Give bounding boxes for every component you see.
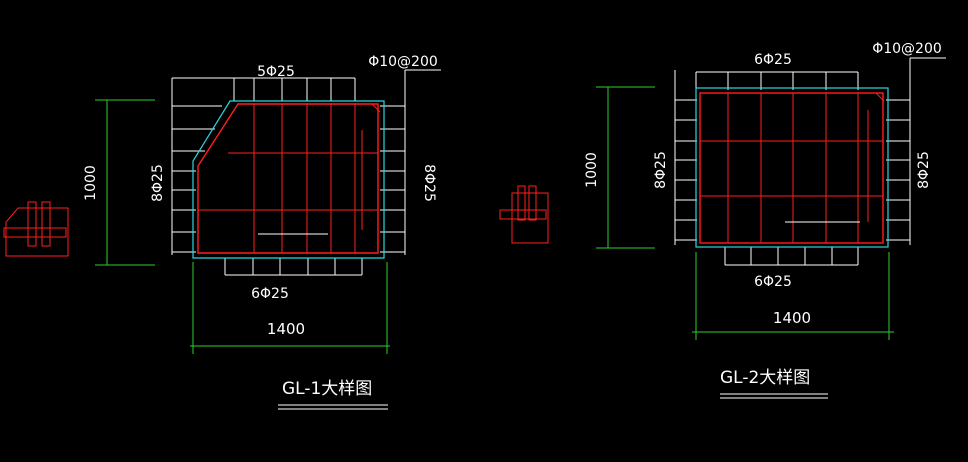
- gl1-bottom-leaders: [224, 258, 363, 276]
- gl2-column-section-icon: [499, 185, 549, 244]
- gl1-column-section-icon: [3, 201, 69, 257]
- gl2-top-leaders: [674, 57, 946, 245]
- gl1-section-outline: [192, 100, 385, 259]
- gl2-detail: 1000 1400 6Φ25 Φ10@200 6Φ25 8Φ25 8Φ25 GL…: [499, 41, 946, 399]
- gl1-detail: 1000 1400 5Φ25 Φ10@200 6Φ25 8Φ25 8Φ25 GL…: [3, 54, 441, 410]
- gl1-right-rebar-label: 8Φ25: [421, 164, 437, 202]
- gl2-bottom-rebar-label: 6Φ25: [754, 274, 792, 290]
- gl2-height-dimension: [596, 86, 655, 249]
- gl2-top-rebar-label: 6Φ25: [754, 52, 792, 68]
- gl2-height-label: 1000: [584, 152, 600, 188]
- gl1-bottom-rebar-label: 6Φ25: [251, 286, 289, 302]
- gl2-left-leaders: [674, 92, 697, 245]
- gl2-section-outline: [695, 87, 889, 248]
- gl1-title: GL-1大样图: [282, 379, 372, 399]
- gl1-height-dimension: [95, 99, 155, 266]
- gl1-left-rebar-label: 8Φ25: [150, 164, 166, 202]
- gl1-width-label: 1400: [267, 320, 305, 338]
- gl1-height-label: 1000: [83, 165, 99, 201]
- gl1-top-rebar-label: 5Φ25: [257, 64, 295, 80]
- gl2-stirrup-label: Φ10@200: [872, 41, 942, 57]
- gl2-width-dimension: [692, 252, 894, 340]
- gl2-stirrup-hook: [870, 92, 885, 106]
- gl1-left-leaders: [171, 100, 222, 255]
- gl2-title: GL-2大样图: [720, 368, 810, 388]
- gl2-rebar-cage: [699, 92, 884, 244]
- gl2-right-rebar-label: 8Φ25: [916, 151, 932, 189]
- gl2-width-label: 1400: [773, 309, 811, 327]
- gl2-left-rebar-label: 8Φ25: [653, 151, 669, 189]
- gl2-bottom-leaders: [724, 247, 859, 266]
- gl1-rebar-cage: [197, 103, 379, 254]
- gl1-width-dimension: [190, 262, 390, 354]
- gl1-top-leaders: [171, 69, 441, 255]
- gl1-stirrup-label: Φ10@200: [368, 54, 438, 70]
- gl2-right-leaders: [886, 99, 910, 241]
- gl1-stirrup-hook: [366, 103, 381, 116]
